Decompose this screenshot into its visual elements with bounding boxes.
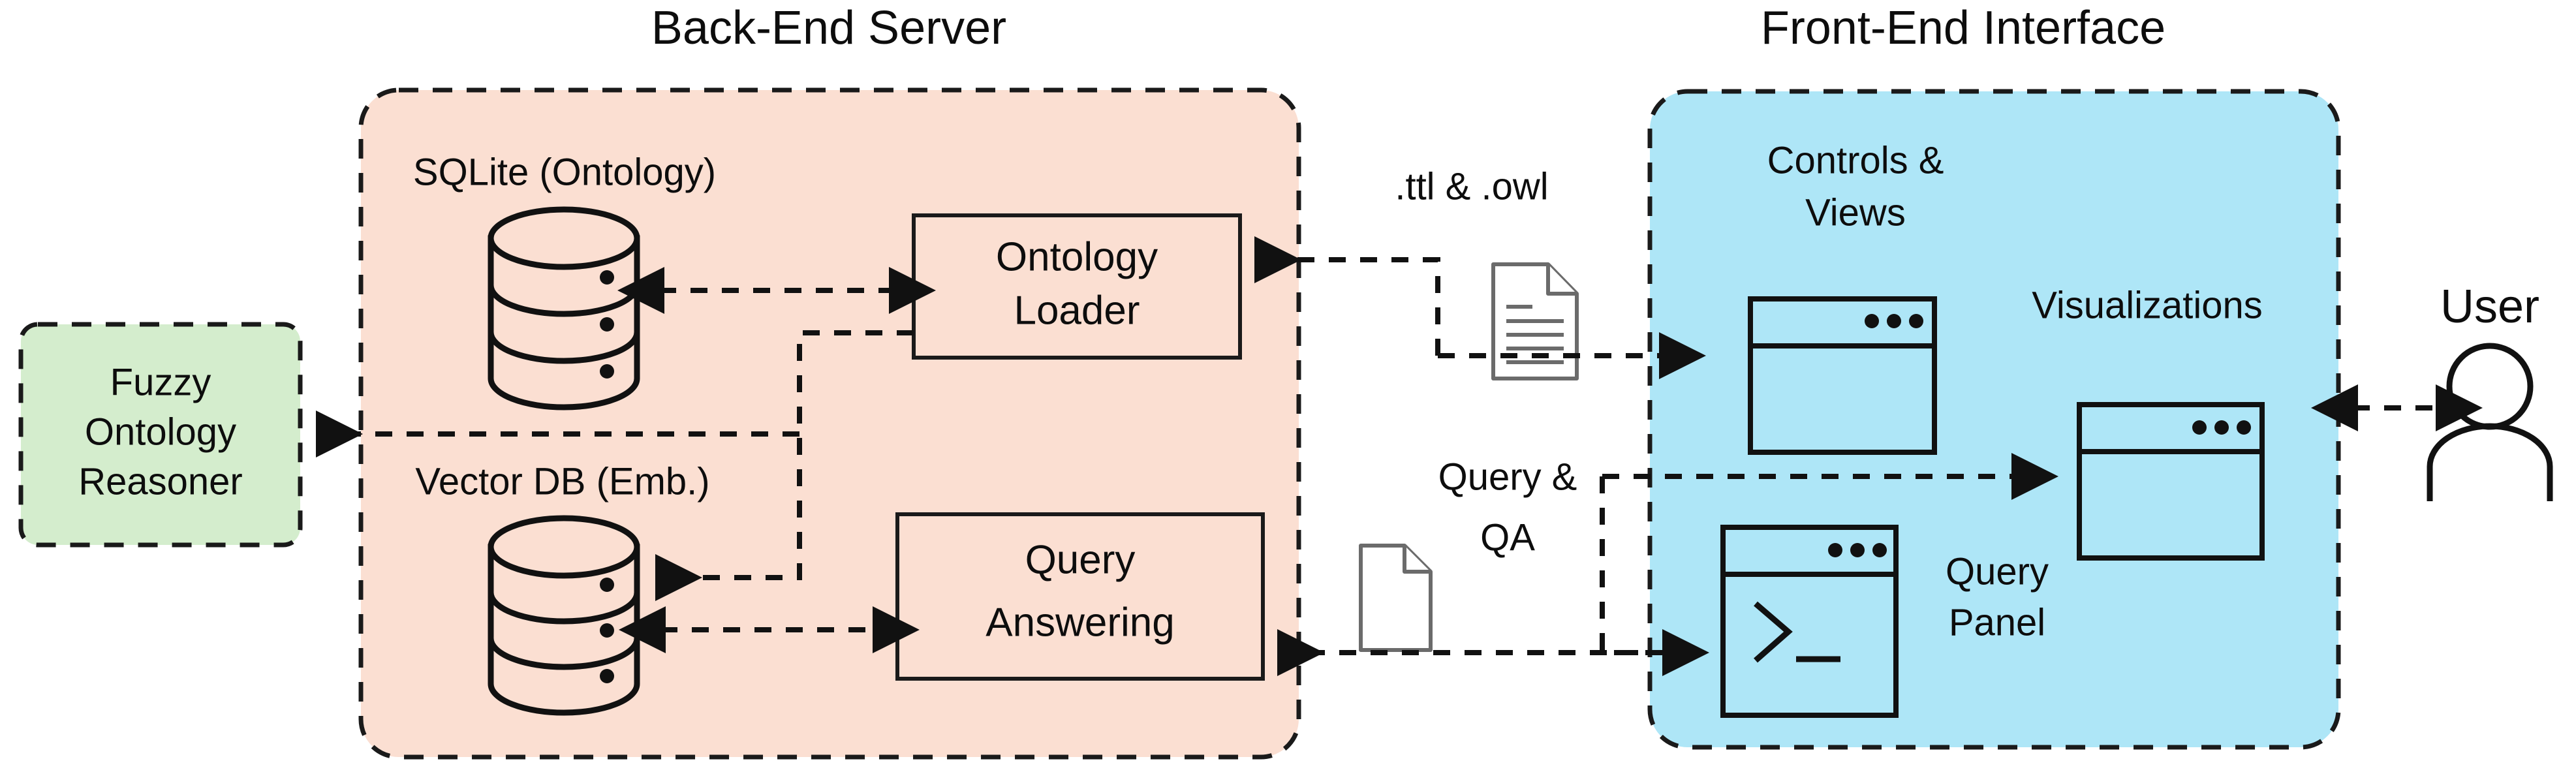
reasoner-label-line2: Ontology bbox=[85, 410, 236, 453]
reasoner-label-line1: Fuzzy bbox=[110, 361, 211, 403]
flow-frontend-ontologyloader bbox=[1254, 236, 1440, 356]
query-answering-node: Query Answering bbox=[895, 512, 1265, 681]
page-title-frontend: Front-End Interface bbox=[1761, 2, 2165, 54]
document-lines-icon bbox=[1491, 262, 1579, 380]
ontology-loader-label-line1: Ontology bbox=[996, 234, 1158, 279]
query-qa-label-line2: QA bbox=[1480, 516, 1535, 559]
visualizations-label: Visualizations bbox=[2032, 284, 2263, 326]
query-answering-label-line2: Answering bbox=[985, 600, 1174, 645]
document-blank-icon bbox=[1359, 544, 1433, 652]
ontology-loader-label-line2: Loader bbox=[1014, 288, 1140, 333]
controls-window-icon[interactable] bbox=[1748, 296, 1937, 455]
ontology-loader-node: Ontology Loader bbox=[912, 213, 1242, 360]
query-panel-label-line2: Panel bbox=[1949, 601, 2045, 643]
file-formats-label: .ttl & .owl bbox=[1395, 165, 1548, 208]
query-panel-label-line1: Query bbox=[1946, 550, 2049, 593]
query-answering-label-line1: Query bbox=[1025, 537, 1136, 582]
controls-views-label-line1: Controls & bbox=[1767, 139, 1944, 181]
fuzzy-ontology-reasoner-node: Fuzzy Ontology Reasoner bbox=[18, 322, 303, 548]
reasoner-label-line3: Reasoner bbox=[78, 460, 242, 503]
sqlite-db-label: SQLite (Ontology) bbox=[413, 151, 716, 193]
vector-database-icon bbox=[488, 515, 640, 716]
query-panel-window-icon[interactable] bbox=[1720, 525, 1899, 718]
query-qa-label-line1: Query & bbox=[1438, 456, 1577, 498]
flow-backend-querypanel bbox=[1600, 476, 1709, 676]
user-person-icon bbox=[2427, 343, 2553, 501]
sqlite-database-icon bbox=[488, 206, 640, 410]
controls-views-label-line2: Views bbox=[1805, 191, 1906, 234]
user-label: User bbox=[2440, 281, 2539, 333]
vector-db-label: Vector DB (Emb.) bbox=[415, 460, 709, 503]
visualizations-window-icon[interactable] bbox=[2077, 402, 2265, 561]
page-title-backend: Back-End Server bbox=[651, 2, 1006, 54]
